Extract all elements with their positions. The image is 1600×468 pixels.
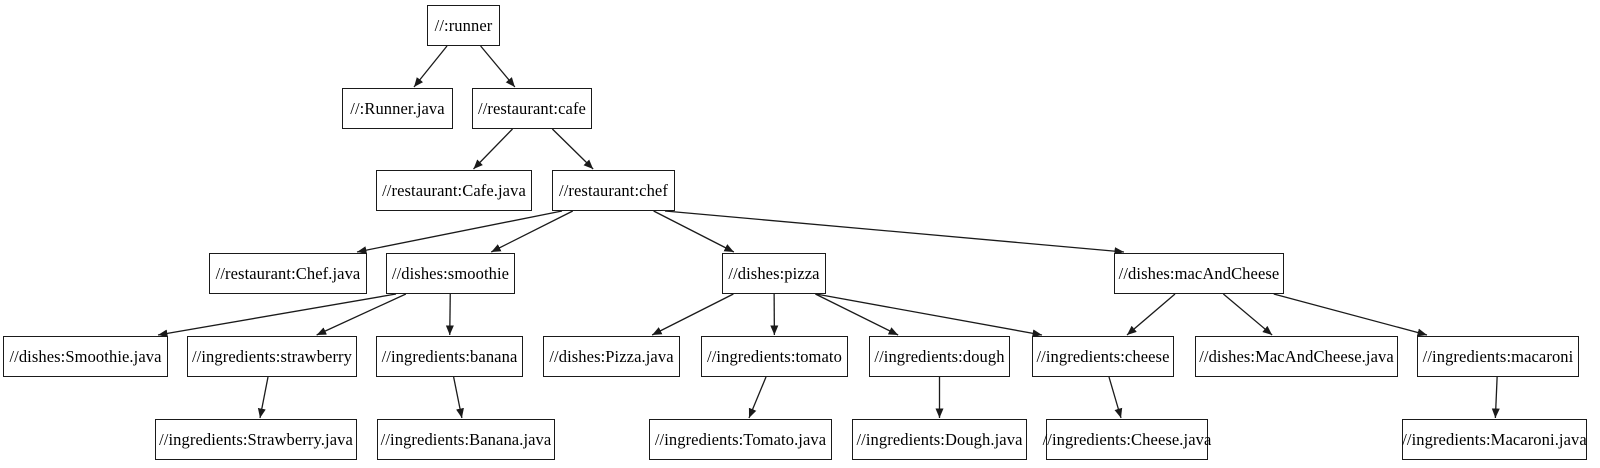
- graph-node-cheese-java: //ingredients:Cheese.java: [1043, 419, 1211, 460]
- graph-node-macaroni-java: //ingredients:Macaroni.java: [1402, 419, 1587, 460]
- graph-node-tomato: //ingredients:tomato: [701, 336, 848, 377]
- edge-smoothie-to-smoothie-java: [157, 293, 397, 338]
- edge-smoothie-to-banana: [445, 293, 454, 336]
- edge-macaroni-to-macaroni-java: [1491, 376, 1500, 419]
- edge-strawberry-to-strawberry-java: [257, 376, 269, 419]
- graph-node-macaroni: //ingredients:macaroni: [1417, 336, 1579, 377]
- edge-pizza-to-dough: [815, 293, 899, 336]
- graph-node-pizza: //dishes:pizza: [722, 253, 826, 294]
- graph-node-macandcheese-java: //dishes:MacAndCheese.java: [1195, 336, 1398, 377]
- graph-node-dough-java: //ingredients:Dough.java: [852, 419, 1027, 460]
- edge-pizza-to-pizza-java: [651, 293, 734, 336]
- edge-cafe-to-cafe-java: [473, 128, 513, 170]
- edge-cafe-to-chef: [551, 128, 594, 170]
- graph-node-strawberry: //ingredients:strawberry: [187, 336, 357, 377]
- edge-chef-to-chef-java: [356, 210, 563, 255]
- graph-node-strawberry-java: //ingredients:Strawberry.java: [155, 419, 357, 460]
- edge-macandcheese-to-cheese: [1126, 293, 1176, 336]
- graph-node-runner: //:runner: [427, 5, 500, 46]
- edge-runner-to-runner-java: [413, 45, 448, 88]
- edge-chef-to-pizza: [653, 210, 735, 253]
- edge-banana-to-banana-java: [452, 376, 464, 419]
- graph-node-smoothie-java: //dishes:Smoothie.java: [3, 336, 168, 377]
- graph-node-pizza-java: //dishes:Pizza.java: [543, 336, 680, 377]
- edge-macandcheese-to-macandcheese-java: [1222, 293, 1273, 336]
- graph-node-banana: //ingredients:banana: [376, 336, 523, 377]
- edge-chef-to-macandcheese: [664, 210, 1125, 256]
- graph-node-chef-java: //restaurant:Chef.java: [209, 253, 367, 294]
- edge-pizza-to-cheese: [815, 293, 1043, 338]
- edge-macandcheese-to-macaroni: [1273, 293, 1428, 337]
- graph-node-banana-java: //ingredients:Banana.java: [377, 419, 555, 460]
- graph-node-tomato-java: //ingredients:Tomato.java: [649, 419, 832, 460]
- edge-cheese-to-cheese-java: [1108, 376, 1123, 419]
- edge-chef-to-smoothie: [490, 210, 574, 253]
- graph-node-chef: //restaurant:chef: [552, 170, 675, 211]
- graph-node-runner-java: //:Runner.java: [342, 88, 453, 129]
- edge-smoothie-to-strawberry: [316, 293, 407, 336]
- edge-runner-to-cafe: [480, 45, 516, 88]
- graph-node-cafe: //restaurant:cafe: [472, 88, 592, 129]
- graph-node-smoothie: //dishes:smoothie: [386, 253, 515, 294]
- edge-tomato-to-tomato-java: [748, 376, 767, 419]
- graph-node-dough: //ingredients:dough: [869, 336, 1010, 377]
- graph-node-macandcheese: //dishes:macAndCheese: [1114, 253, 1284, 294]
- graph-node-cafe-java: //restaurant:Cafe.java: [376, 170, 532, 211]
- graph-node-cheese: //ingredients:cheese: [1032, 336, 1174, 377]
